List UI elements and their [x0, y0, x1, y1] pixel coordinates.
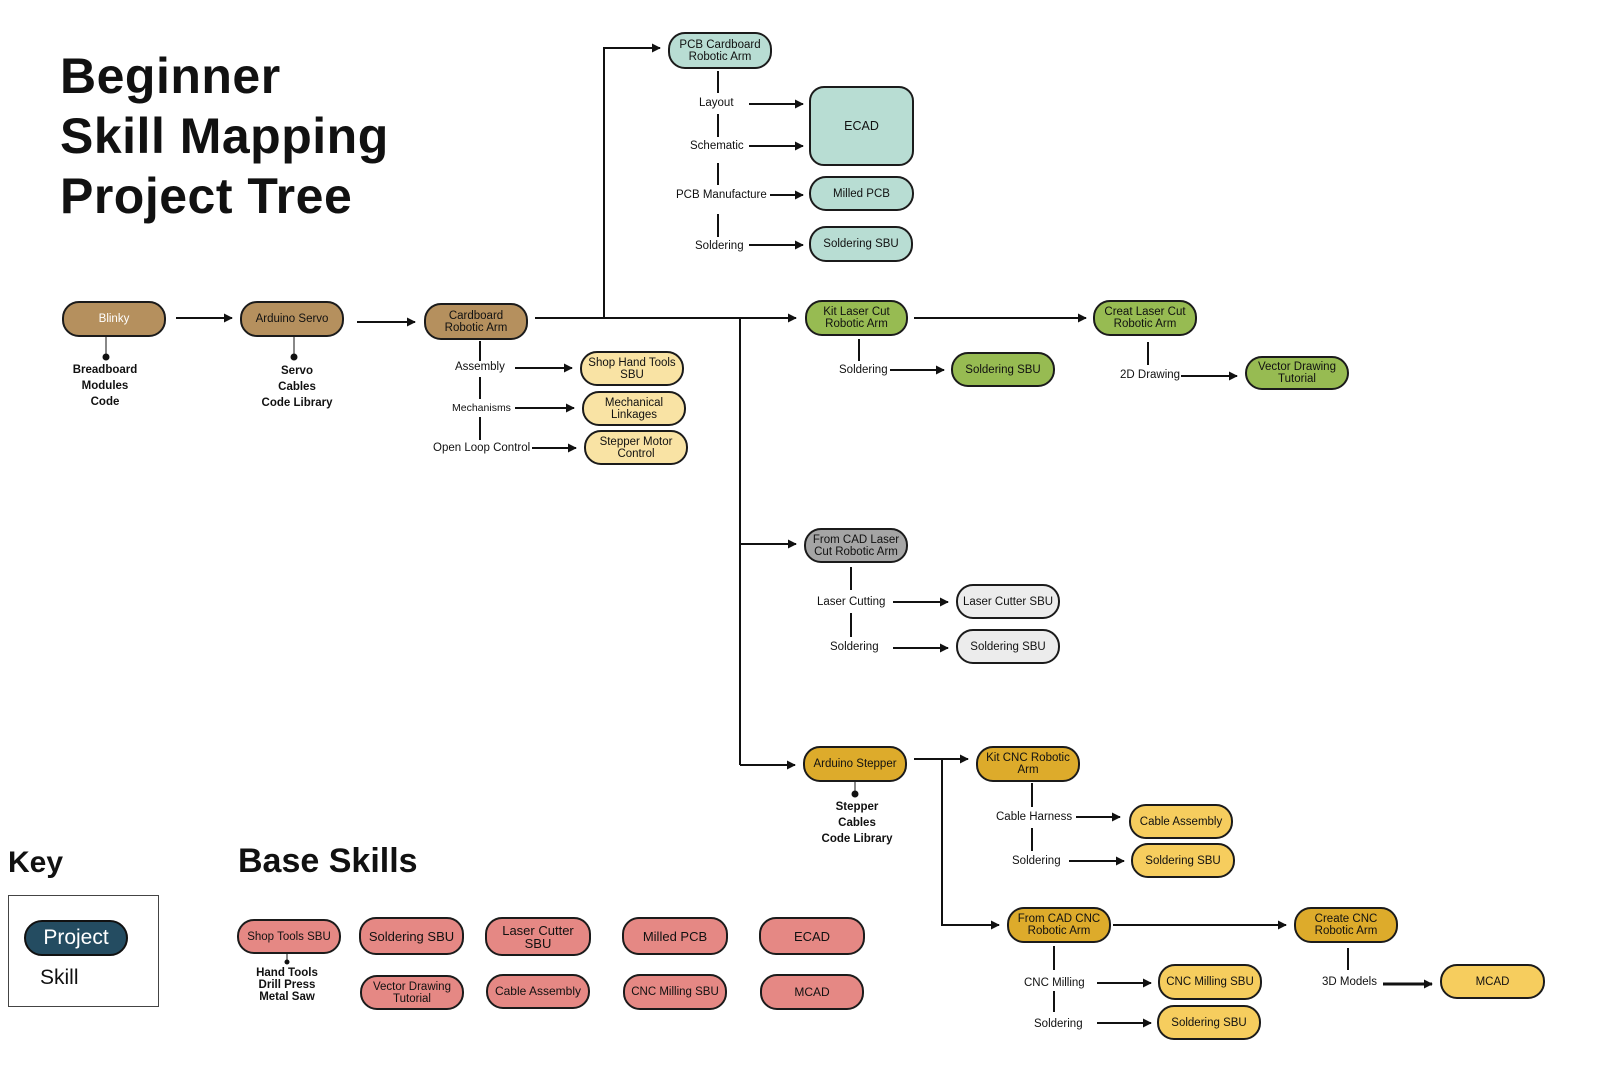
base-skill-laser-cutter: Laser Cutter SBU	[485, 917, 591, 956]
project-cardboard-robotic-arm: Cardboard Robotic Arm	[424, 303, 528, 340]
base-skill-mcad: MCAD	[760, 974, 864, 1010]
project-cad-laser-cut-arm: From CAD Laser Cut Robotic Arm	[804, 528, 908, 563]
edge-label-cad-laser-soldering: Soldering	[830, 641, 879, 653]
edge-label-cable-harness: Cable Harness	[996, 811, 1073, 823]
edge-label-cnc-milling: CNC Milling	[1024, 977, 1085, 989]
arrow-to-pcb-arm	[603, 43, 661, 318]
edge-label-pcb-manufacture: PCB Manufacture	[676, 189, 767, 201]
skill-cnc-milling-sbu: CNC Milling SBU	[1158, 964, 1262, 1000]
arduino-servo-sublist: Servo Cables Code Library	[261, 365, 333, 409]
project-arduino-servo: Arduino Servo	[240, 301, 344, 337]
base-skill-milled-pcb: Milled PCB	[622, 917, 728, 955]
base-skill-shop-tools: Shop Tools SBU	[237, 919, 341, 954]
skill-cable-assembly: Cable Assembly	[1129, 804, 1233, 839]
project-blinky: Blinky	[62, 301, 166, 337]
edge-label-3d-models: 3D Models	[1322, 976, 1377, 988]
edge-label-pcb-soldering: Soldering	[695, 240, 744, 252]
project-pcb-cardboard-arm: PCB Cardboard Robotic Arm	[668, 32, 772, 69]
skill-mechanical-linkages: Mechanical Linkages	[582, 391, 686, 426]
blinky-sublist: Breadboard Modules Code	[72, 364, 138, 408]
skill-kit-cnc-soldering-sbu: Soldering SBU	[1131, 843, 1235, 878]
project-create-cnc-arm: Create CNC Robotic Arm	[1294, 907, 1398, 943]
edge-label-kit-cnc-soldering: Soldering	[1012, 855, 1061, 867]
shop-tools-sublist: Hand Tools Drill Press Metal Saw	[256, 967, 318, 1003]
edge-label-mechanisms: Mechanisms	[452, 402, 511, 414]
base-skill-cable-assembly: Cable Assembly	[486, 974, 590, 1009]
edge-label-laser-cutting: Laser Cutting	[817, 596, 886, 608]
base-skill-cnc-milling: CNC Milling SBU	[623, 974, 727, 1010]
edge-label-assembly: Assembly	[455, 361, 505, 373]
skill-mcad: MCAD	[1440, 964, 1545, 999]
base-skill-vector-drawing: Vector Drawing Tutorial	[360, 975, 464, 1010]
skill-laser-cutter-sbu: Laser Cutter SBU	[956, 584, 1060, 619]
skill-shop-hand-tools: Shop Hand Tools SBU	[580, 351, 684, 386]
base-skill-ecad: ECAD	[759, 917, 865, 955]
arrow-to-cad-cnc	[941, 759, 1000, 930]
base-skill-soldering: Soldering SBU	[359, 917, 464, 955]
key-legend-box	[8, 895, 159, 1007]
skill-ecad: ECAD	[809, 86, 914, 166]
arduino-stepper-sublist: Stepper Cables Code Library	[821, 801, 893, 845]
edge-label-layout: Layout	[699, 97, 734, 109]
page-title: Beginner Skill Mapping Project Tree	[60, 48, 389, 224]
edge-label-open-loop: Open Loop Control	[433, 442, 531, 454]
edge-label-2d-drawing: 2D Drawing	[1120, 369, 1181, 381]
project-arduino-stepper: Arduino Stepper	[803, 746, 907, 782]
skill-stepper-motor-control: Stepper Motor Control	[584, 430, 688, 465]
edge-label-schematic: Schematic	[690, 140, 744, 152]
skill-pcb-soldering-sbu: Soldering SBU	[809, 226, 913, 262]
project-cad-cnc-arm: From CAD CNC Robotic Arm	[1007, 907, 1111, 943]
skill-milled-pcb: Milled PCB	[809, 176, 914, 211]
skill-cad-laser-soldering-sbu: Soldering SBU	[956, 629, 1060, 664]
key-project-pill: Project	[24, 920, 128, 956]
edge-label-kit-laser-soldering: Soldering	[839, 364, 888, 376]
skill-cad-cnc-soldering-sbu: Soldering SBU	[1157, 1005, 1261, 1040]
key-title: Key	[8, 846, 64, 879]
base-skills-title: Base Skills	[238, 842, 418, 880]
edge-label-cad-cnc-soldering: Soldering	[1034, 1018, 1083, 1030]
project-creat-laser-cut-arm: Creat Laser Cut Robotic Arm	[1093, 300, 1197, 336]
project-kit-laser-cut-arm: Kit Laser Cut Robotic Arm	[805, 300, 908, 336]
skill-kit-laser-soldering-sbu: Soldering SBU	[951, 352, 1055, 387]
key-skill-label: Skill	[40, 966, 79, 989]
skill-vector-drawing-tutorial: Vector Drawing Tutorial	[1245, 356, 1349, 390]
project-kit-cnc-arm: Kit CNC Robotic Arm	[976, 746, 1080, 782]
